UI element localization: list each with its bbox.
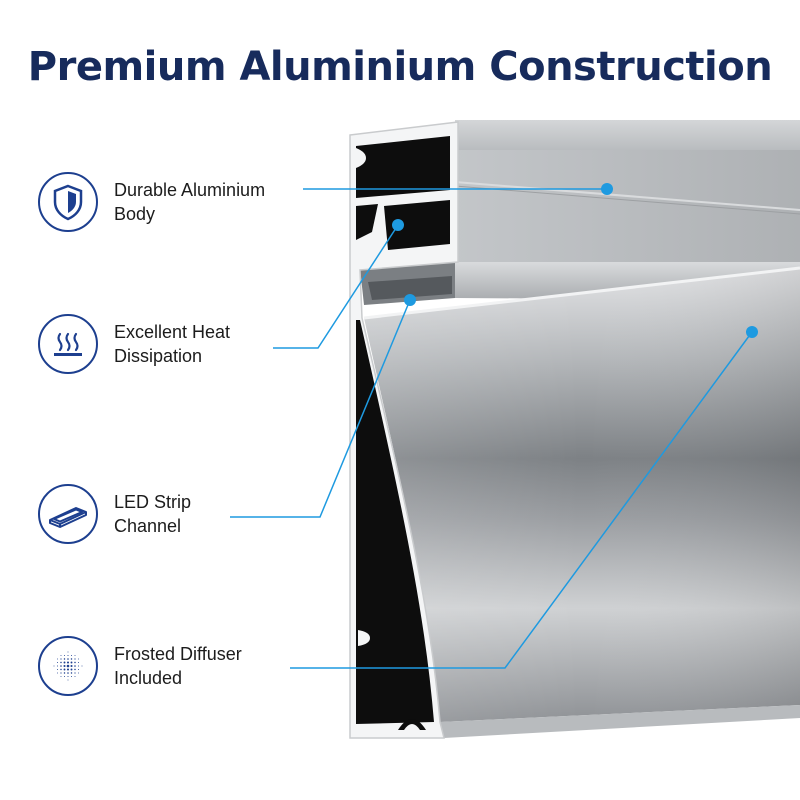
led-strip-tray-icon: [49, 507, 87, 528]
feature-label-line1: Durable Aluminium: [114, 180, 266, 200]
dotted-diffuser-icon: [53, 651, 83, 681]
callout-dot-body: [601, 183, 613, 195]
heat-waves-icon: [54, 332, 82, 356]
callout-line-channel: [230, 299, 411, 518]
callout-line-heat: [273, 224, 399, 349]
feature-label-line1: Excellent Heat: [114, 322, 231, 342]
feature-durable-body: Durable Aluminium Body: [38, 172, 318, 236]
callout-line-diffuser: [290, 331, 753, 669]
feature-label-line1: Frosted Diffuser: [114, 644, 242, 664]
callout-dot-diffuser: [746, 326, 758, 338]
feature-label-line2: Included: [114, 668, 183, 688]
feature-icon-circle: [38, 314, 98, 374]
feature-icon-circle: [38, 172, 98, 232]
feature-icon-circle: [38, 484, 98, 544]
shield-icon: [53, 184, 83, 221]
feature-led-strip-channel: LED Strip Channel: [38, 484, 318, 548]
page-title: Premium Aluminium Construction: [27, 44, 773, 90]
feature-icon-circle: [38, 636, 98, 696]
callout-dot-heat: [392, 219, 404, 231]
feature-heat-dissipation: Excellent Heat Dissipation: [38, 314, 318, 378]
callout-dot-channel: [404, 294, 416, 306]
feature-label-line2: Body: [114, 204, 156, 224]
profile-top-surface: [455, 120, 800, 150]
feature-label-line2: Channel: [114, 516, 182, 536]
feature-label-line1: LED Strip: [114, 492, 192, 512]
feature-frosted-diffuser: Frosted Diffuser Included: [38, 636, 318, 700]
feature-label-line2: Dissipation: [114, 346, 203, 366]
profile-upper-band: [455, 150, 800, 262]
